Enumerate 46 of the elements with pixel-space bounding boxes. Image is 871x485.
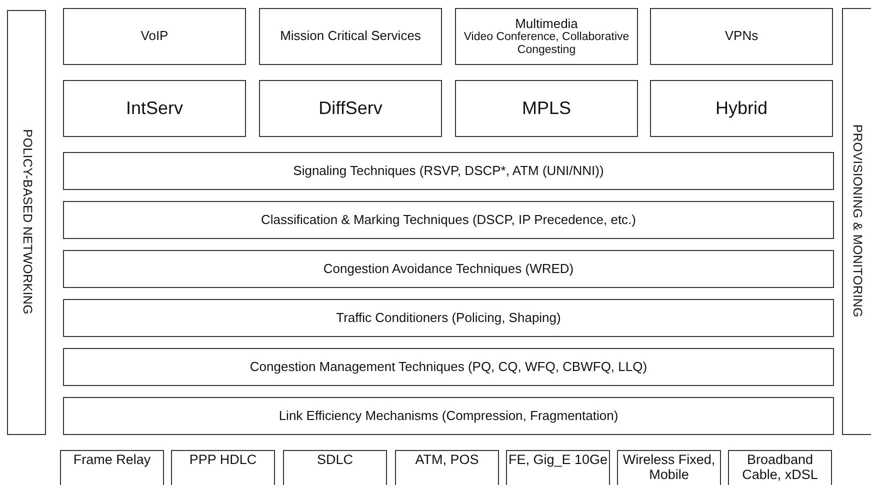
box-label: ATM, POS: [415, 453, 479, 468]
box-label: SDLC: [316, 453, 353, 468]
link-layer-box: [171, 450, 275, 485]
box-label: Frame Relay: [73, 453, 151, 468]
box-label: FE, Gig_E 10Ge: [508, 453, 608, 468]
technique-layer: [63, 299, 834, 337]
technique-layer: [63, 250, 834, 288]
side-label: PROVISIONING & MONITORING: [849, 124, 864, 318]
box-label: Congestion Management Techniques (PQ, CQ, WFQ, CBWFQ, LLQ): [250, 360, 648, 374]
link-layer-box: [60, 450, 164, 485]
application-box: [650, 8, 833, 65]
qos-model-box: [63, 80, 246, 137]
box-label: Classification & Marking Techniques (DSCP, IP Precedence, etc.): [260, 212, 636, 228]
technique-layer: [63, 152, 834, 190]
link-layer-box: [395, 450, 499, 485]
box-label: Wireless Fixed, Mobile: [622, 453, 716, 483]
link-layer-box: [728, 450, 832, 485]
side-label: POLICY-BASED NETWORKING: [20, 129, 34, 315]
box-label: VPNs: [724, 29, 758, 44]
application-box: [63, 8, 246, 65]
box-label: Multimedia: [515, 16, 578, 31]
qos-model-box: [259, 80, 442, 137]
technique-layer: [63, 201, 834, 239]
box-label: Traffic Conditioners (Policing, Shaping): [336, 310, 561, 326]
box-label: Mission Critical Services: [280, 29, 421, 44]
box-label: Hybrid: [715, 98, 768, 118]
box-subtitle: Video Conference, Collaborative Congesting: [462, 31, 630, 56]
box-label: Broadband Cable, xDSL: [741, 453, 819, 483]
box-label: VoIP: [140, 29, 168, 44]
link-layer-box: [283, 450, 387, 485]
box-label: Congestion Avoidance Techniques (WRED): [323, 262, 574, 276]
box-label: MPLS: [522, 98, 572, 118]
technique-layer: [63, 348, 834, 386]
box-label: DiffServ: [318, 98, 382, 118]
qos-model-box: [650, 80, 833, 137]
qos-model-box: [455, 80, 638, 137]
link-layer-box: [506, 450, 610, 485]
box-label: PPP HDLC: [189, 453, 257, 468]
box-label: Signaling Techniques (RSVP, DSCP*, ATM (UNI/NNI)): [293, 164, 604, 178]
box-label: Link Efficiency Mechanisms (Compression, Fragmentation): [278, 408, 618, 424]
technique-layer: [63, 397, 834, 435]
side-panel: [842, 8, 871, 435]
application-box: [455, 8, 638, 65]
side-panel: [7, 10, 46, 435]
box-label: IntServ: [126, 98, 184, 118]
application-box: [259, 8, 442, 65]
